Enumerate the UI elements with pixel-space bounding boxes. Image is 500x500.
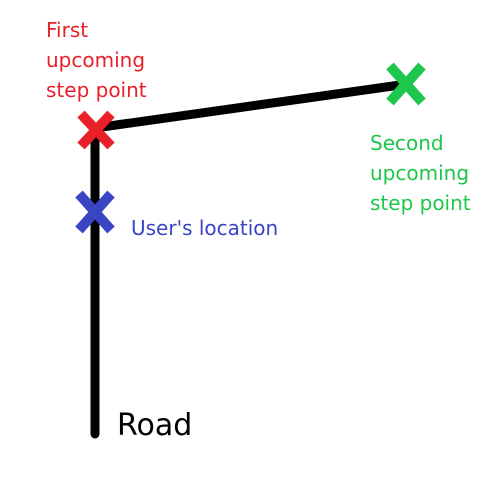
first-step-marker bbox=[77, 110, 115, 150]
user-location-marker bbox=[75, 190, 115, 234]
second-step-marker bbox=[386, 62, 426, 106]
road-label: Road bbox=[117, 408, 193, 443]
road-segment-diagonal bbox=[90, 80, 405, 133]
first-step-label: First upcoming step point bbox=[46, 18, 147, 102]
user-location-label: User's location bbox=[131, 216, 279, 240]
second-step-label: Second upcoming step point bbox=[370, 131, 471, 215]
